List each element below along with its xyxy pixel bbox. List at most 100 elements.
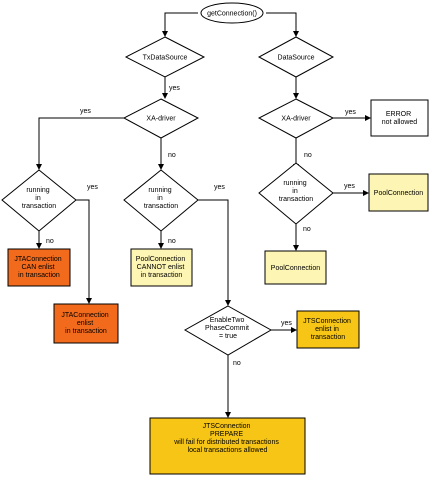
node-line: getConnection() bbox=[207, 11, 257, 18]
jta-enlist-box: JTAConnection enlist in transaction bbox=[53, 303, 119, 344]
node-text: XA-driver bbox=[281, 116, 311, 123]
pool-connection-no-box: PoolConnection bbox=[264, 250, 327, 285]
edge-running-a-yes bbox=[76, 199, 92, 304]
node-line: transaction bbox=[144, 203, 178, 210]
nodes: getConnection() TxDataSource DataSource … bbox=[1, 2, 429, 475]
edge-xa-left-yes bbox=[36, 117, 131, 170]
decision-diamond bbox=[258, 162, 334, 225]
node-line: JTAConnection bbox=[61, 312, 108, 319]
node-line: running bbox=[148, 187, 171, 194]
node-text: JTSConnection enlist in transaction bbox=[303, 318, 353, 341]
edge-label-running-c-yes: yes bbox=[344, 183, 355, 190]
edge-label-running-b-no: no bbox=[168, 238, 176, 245]
node-line: transaction bbox=[22, 203, 56, 210]
edge-label-running-a-no: no bbox=[46, 238, 54, 245]
node-text: EnableTwo PhaseCommit = true bbox=[205, 317, 251, 340]
edge-labels: yes yes no yes no yes no yes no yes no y… bbox=[46, 85, 356, 367]
edges bbox=[36, 12, 371, 418]
node-line: local transactions allowed bbox=[188, 447, 268, 454]
edge-start-to-txdatasource bbox=[162, 12, 198, 37]
node-text: running in transaction bbox=[22, 187, 56, 210]
node-text: PoolConnection bbox=[374, 190, 424, 197]
node-line: JTAConnection bbox=[14, 256, 61, 263]
decision-diamond bbox=[1, 169, 77, 232]
node-line: not allowed bbox=[382, 119, 418, 126]
node-line: enlist bbox=[77, 320, 93, 327]
jts-enlist-box: JTSConnection enlist in transaction bbox=[296, 310, 360, 349]
node-line: = true bbox=[219, 333, 237, 340]
pool-cannot-enlist-box: PoolConnection CANNOT enlist in transact… bbox=[130, 248, 193, 287]
node-line: CANNOT enlist bbox=[137, 264, 185, 271]
node-line: in bbox=[35, 195, 41, 202]
node-line: transaction bbox=[279, 196, 313, 203]
xa-driver-left-decision: XA-driver bbox=[122, 98, 200, 139]
node-text: DataSource bbox=[278, 55, 315, 62]
start-node: getConnection() bbox=[200, 2, 264, 24]
node-line: running bbox=[26, 187, 49, 194]
edge-label-running-c-no: no bbox=[303, 226, 311, 233]
node-text: PoolConnection bbox=[271, 265, 321, 272]
edge-label-tx-yes: yes bbox=[169, 85, 180, 92]
node-line: TxDataSource bbox=[143, 55, 188, 62]
node-line: CAN enlist bbox=[21, 264, 54, 271]
node-line: in transaction bbox=[18, 272, 60, 279]
running-in-transaction-b-decision: running in transaction bbox=[123, 169, 199, 232]
pool-connection-yes-box: PoolConnection bbox=[368, 173, 429, 212]
node-text: JTAConnection enlist in transaction bbox=[61, 312, 110, 335]
node-text: PoolConnection CANNOT enlist in transact… bbox=[136, 256, 187, 279]
node-line: PoolConnection bbox=[374, 190, 424, 197]
node-line: running bbox=[283, 180, 306, 187]
decision-diamond bbox=[122, 98, 200, 139]
box bbox=[53, 303, 119, 344]
edge-label-xa-right-no: no bbox=[304, 152, 312, 159]
xa-driver-right-decision: XA-driver bbox=[257, 98, 335, 139]
box bbox=[130, 248, 193, 287]
node-line: PhaseCommit bbox=[205, 325, 249, 332]
box bbox=[368, 173, 429, 212]
edge-label-enable-yes: yes bbox=[281, 320, 292, 327]
decision-diamond bbox=[123, 169, 199, 232]
running-in-transaction-a-decision: running in transaction bbox=[1, 169, 77, 232]
edge-running-b-yes bbox=[198, 199, 231, 306]
box bbox=[149, 417, 306, 475]
decision-diamond bbox=[124, 36, 206, 78]
node-text: ERROR not allowed bbox=[382, 111, 418, 126]
box bbox=[264, 250, 327, 285]
edge-label-xa-right-yes: yes bbox=[345, 109, 356, 116]
node-text: running in transaction bbox=[144, 187, 178, 210]
txdatasource-decision: TxDataSource bbox=[124, 36, 206, 78]
box bbox=[7, 248, 71, 287]
edge-label-xa-left-yes: yes bbox=[80, 108, 91, 115]
node-line: PoolConnection bbox=[136, 256, 186, 263]
node-line: in transaction bbox=[141, 272, 183, 279]
node-line: JTSConnection bbox=[303, 318, 351, 325]
error-box: ERROR not allowed bbox=[370, 99, 429, 137]
node-line: XA-driver bbox=[281, 116, 311, 123]
node-line: transaction bbox=[311, 334, 345, 341]
node-line: PoolConnection bbox=[271, 265, 321, 272]
node-line: enlist in bbox=[315, 326, 339, 333]
enable-two-phase-commit-decision: EnableTwo PhaseCommit = true bbox=[183, 305, 273, 356]
jts-prepare-box: JTSConnection PREPARE will fail for dist… bbox=[149, 417, 306, 475]
node-line: JTSConnection bbox=[203, 423, 251, 430]
node-line: DataSource bbox=[278, 55, 315, 62]
edge-label-running-b-yes: yes bbox=[214, 184, 225, 191]
node-text: running in transaction bbox=[279, 180, 313, 203]
edge-start-to-datasource bbox=[266, 12, 299, 37]
node-line: in bbox=[292, 188, 298, 195]
running-in-transaction-c-decision: running in transaction bbox=[258, 162, 334, 225]
node-line: will fail for distributed transactions bbox=[173, 439, 279, 446]
start-ellipse bbox=[200, 2, 264, 24]
edge-label-xa-left-no: no bbox=[168, 152, 176, 159]
node-line: in bbox=[157, 195, 163, 202]
node-text: TxDataSource bbox=[143, 55, 188, 62]
box bbox=[296, 310, 360, 349]
decision-diamond bbox=[257, 98, 335, 139]
node-text: XA-driver bbox=[146, 116, 176, 123]
node-text: getConnection() bbox=[207, 11, 257, 18]
node-line: EnableTwo bbox=[210, 317, 245, 324]
node-line: PREPARE bbox=[210, 431, 243, 438]
datasource-decision: DataSource bbox=[257, 36, 335, 78]
decision-diamond bbox=[183, 305, 273, 356]
